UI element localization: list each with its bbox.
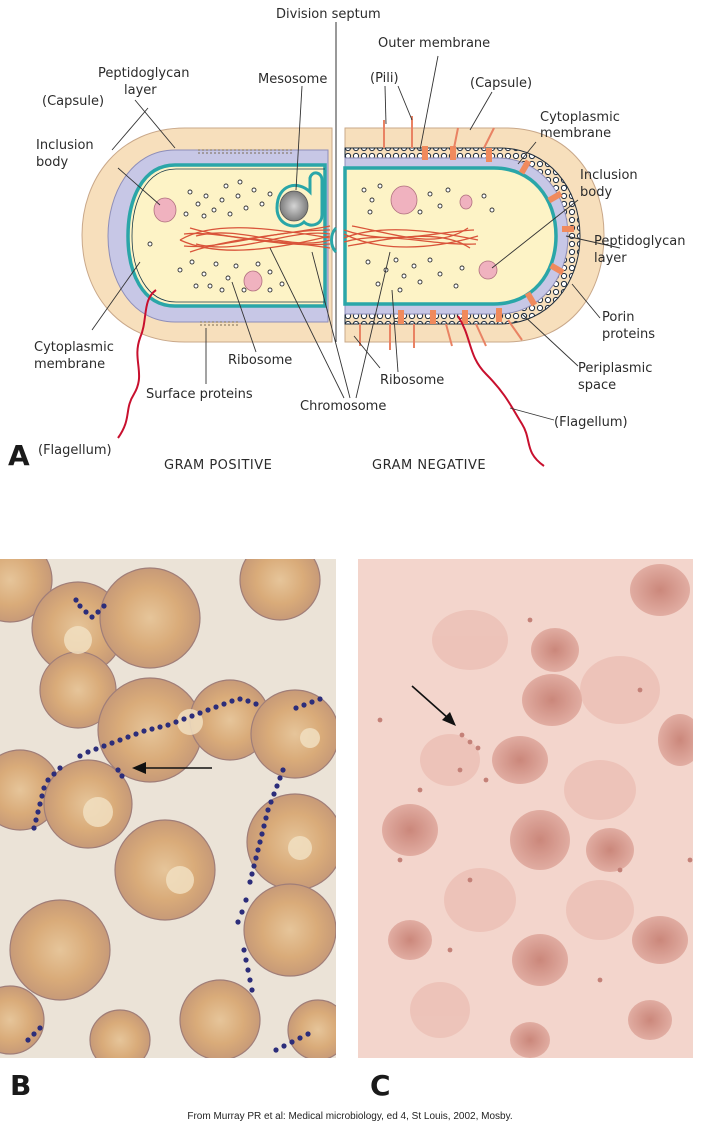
chromosome-left (179, 225, 331, 253)
gram-negative-cell (343, 116, 605, 467)
label-peptidoglycan-left-2: layer (124, 83, 157, 98)
label-periplasmic-2: space (578, 378, 616, 393)
chromosome-right (343, 225, 479, 249)
source-credit: From Murray PR et al: Medical microbiolo… (187, 1111, 512, 1122)
label-inclusion-body-right-1: Inclusion (580, 168, 638, 183)
label-ribosome-right: Ribosome (380, 373, 444, 388)
inclusion-body-left-2 (243, 270, 263, 292)
label-peptidoglycan-right-1: Peptidoglycan (594, 234, 685, 249)
label-cytoplasmic-membrane-left-2: membrane (34, 357, 105, 372)
leader-lines (91, 55, 621, 421)
surface-proteins (198, 149, 294, 326)
cell-diagram: Division septum Outer membrane (Pili) (C… (8, 7, 685, 473)
label-chromosome: Chromosome (300, 399, 386, 414)
label-inclusion-body-left-1: Inclusion (36, 138, 94, 153)
label-flagellum-left: (Flagellum) (38, 443, 112, 458)
inclusion-body-right-3 (478, 260, 498, 280)
micrograph-c-halos (410, 610, 660, 1038)
label-porin-1: Porin (602, 310, 635, 325)
label-porin-2: proteins (602, 327, 655, 342)
caption-gram-positive: GRAM POSITIVE (164, 458, 272, 473)
flagellum-left (117, 289, 157, 439)
label-outer-membrane: Outer membrane (378, 36, 490, 51)
streptococcus-chains (25, 597, 323, 1053)
ribosomes-left (147, 179, 285, 293)
micrograph-c (358, 559, 693, 1058)
micrograph-b-nuclei (64, 626, 320, 894)
porin-proteins (398, 146, 574, 324)
label-peptidoglycan-right-2: layer (594, 251, 627, 266)
micrograph-b (0, 559, 336, 1058)
ribosomes-right (361, 183, 495, 293)
label-division-septum: Division septum (276, 7, 381, 22)
mesosome (275, 171, 324, 228)
gram-positive-membrane-inner (131, 168, 325, 303)
micrograph-b-arrow (132, 762, 212, 774)
gram-negative-bacteria (377, 617, 693, 983)
label-inclusion-body-right-2: body (580, 185, 612, 200)
inclusion-body-right (390, 185, 418, 215)
label-ribosome-left: Ribosome (228, 353, 292, 368)
flagellum-right (457, 315, 545, 467)
label-cytoplasmic-membrane-right-1: Cytoplasmic (540, 110, 620, 125)
inclusion-body-left (153, 197, 177, 223)
septum-notch (330, 226, 338, 254)
panel-letter-a: A (8, 439, 30, 472)
label-capsule-left: (Capsule) (42, 94, 104, 109)
label-inclusion-body-left-2: body (36, 155, 68, 170)
caption-gram-negative: GRAM NEGATIVE (372, 458, 486, 473)
micrograph-c-cells (382, 564, 693, 1058)
micrograph-c-arrow (411, 685, 456, 726)
panel-letter-b: B (10, 1069, 31, 1102)
label-cytoplasmic-membrane-right-2: membrane (540, 126, 611, 141)
label-flagellum-right: (Flagellum) (554, 415, 628, 430)
label-surface-proteins: Surface proteins (146, 387, 253, 402)
label-peptidoglycan-left-1: Peptidoglycan (98, 66, 189, 81)
pili (359, 116, 523, 350)
panel-letter-c: C (370, 1069, 391, 1102)
label-pili: (Pili) (370, 71, 399, 86)
label-cytoplasmic-membrane-left-1: Cytoplasmic (34, 340, 114, 355)
micrograph-b-cells (0, 559, 336, 1058)
inclusion-body-right-2 (459, 194, 473, 210)
label-periplasmic-1: Periplasmic (578, 361, 652, 376)
gram-positive-cell (81, 127, 333, 439)
label-capsule-right: (Capsule) (470, 76, 532, 91)
diagram-labels: Division septum Outer membrane (Pili) (C… (34, 7, 685, 458)
label-mesosome: Mesosome (258, 72, 327, 87)
